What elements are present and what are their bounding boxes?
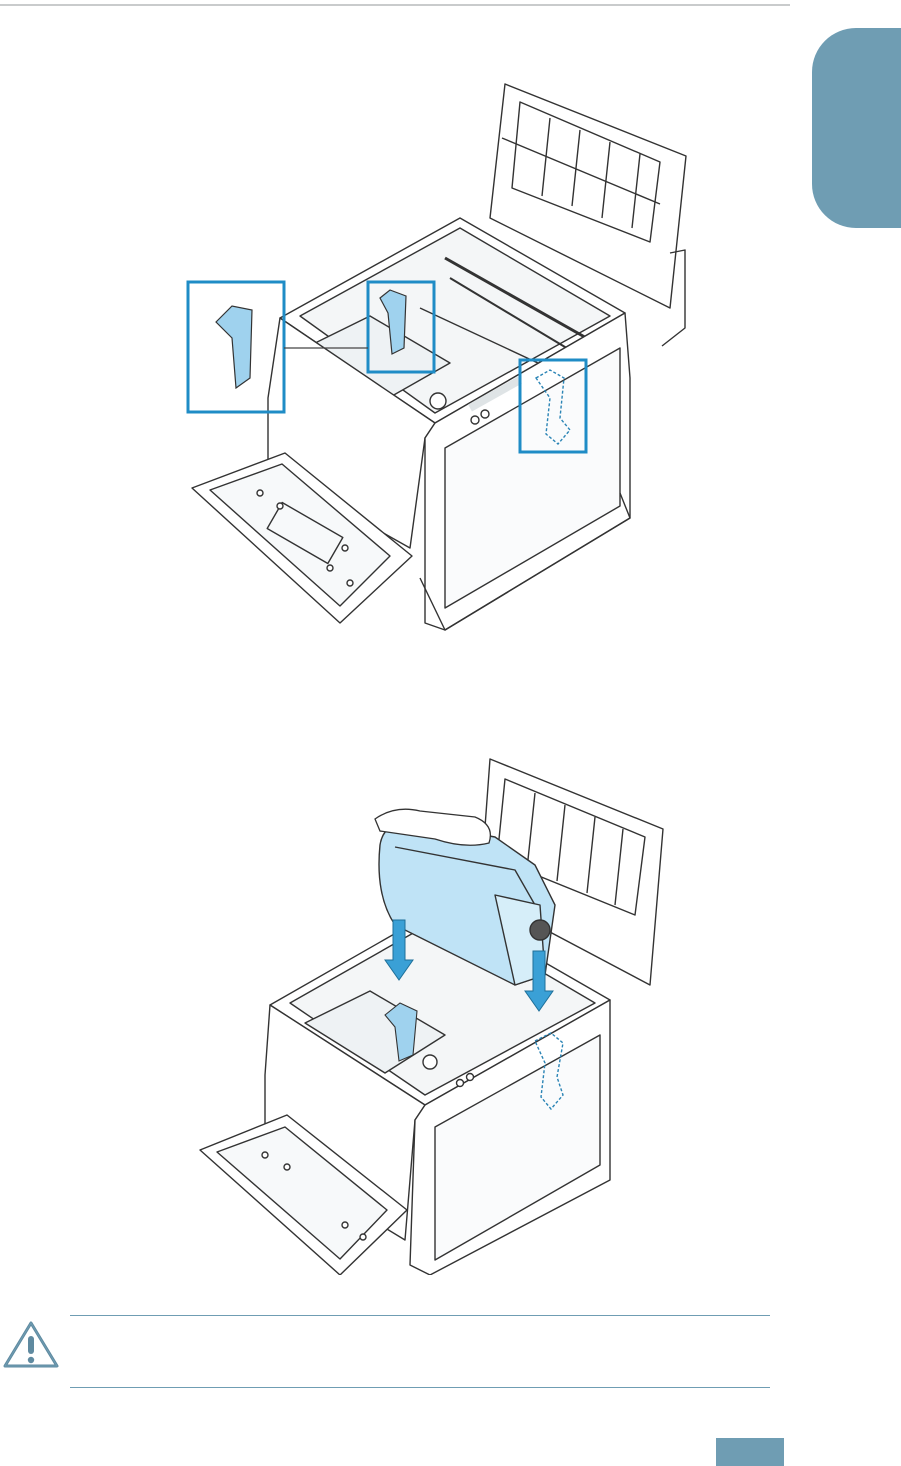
- caution-bottom-rule: [70, 1387, 770, 1388]
- header-rule: [0, 4, 790, 6]
- printer-insert-figure: [195, 755, 675, 1275]
- printer-open-figure: [180, 78, 700, 638]
- page-number-badge: [716, 1438, 784, 1466]
- caution-top-rule: [70, 1315, 770, 1316]
- caution-warning-icon: [2, 1320, 60, 1370]
- chapter-tab: [812, 28, 901, 228]
